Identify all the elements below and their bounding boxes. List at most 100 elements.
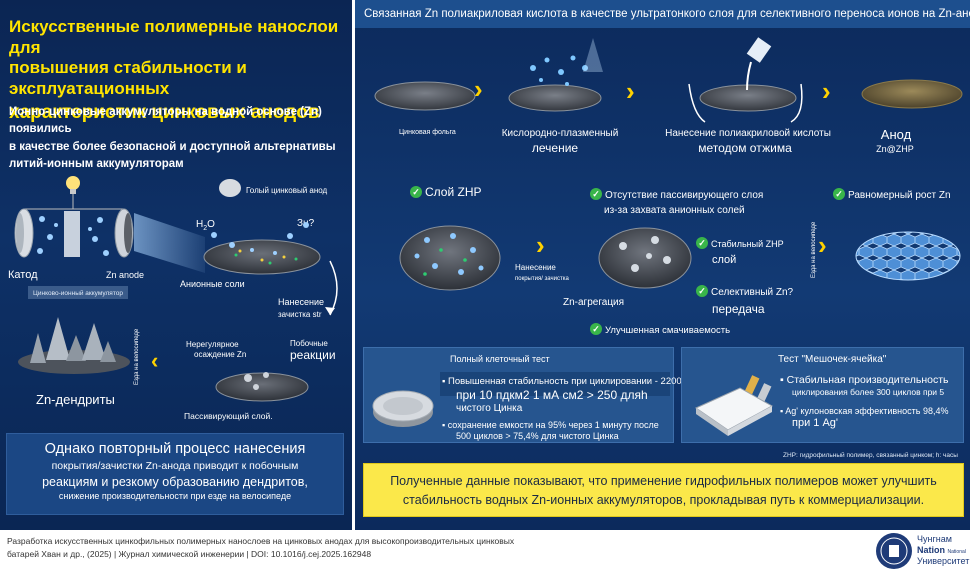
zn-anode-electrode: [114, 208, 134, 258]
cycling-label: Езда на велосипеде: [134, 328, 140, 385]
bullet-text: Ag' кулоновская эффективность 98,4%: [785, 406, 949, 416]
full-cell-title: Полный клеточный тест: [450, 354, 550, 364]
foil-disc: [374, 81, 476, 111]
deposits: [244, 372, 269, 390]
coat-label-1: Нанесение полиакриловой кислоты: [665, 128, 831, 139]
title-line: повышения стабильности и эксплуатационны…: [9, 58, 247, 99]
citation-line: Разработка искусственных цинкофильных по…: [7, 536, 515, 546]
summary-line: снижение производительности при езде на …: [58, 491, 292, 502]
feature-no-passivation: ✓Отсутствие пассивирующего слоя из-за за…: [590, 185, 763, 217]
feature-label: из-за захвата анионных солей: [604, 205, 745, 216]
bullet-text: циклирования более 300 циклов при 5: [792, 387, 945, 398]
bullet-text: Повышенная стабильность при циклировании…: [448, 376, 690, 387]
reaction-marks: [234, 253, 298, 265]
citation: Разработка искусственных цинкофильных по…: [7, 535, 514, 561]
header-text: Связанная Zn полиакриловая кислота в кач…: [364, 8, 970, 20]
chevron-left-icon: ‹: [151, 348, 158, 373]
check-icon: ✓: [696, 284, 708, 297]
feature-label: Слой ZHP: [425, 185, 482, 199]
university-seal-icon: [876, 533, 912, 569]
mechanism-diagram: › Нанесение покрытия/ зачистка Zn-агрега…: [399, 221, 961, 308]
chevron-right-icon: ›: [474, 74, 483, 104]
bare-anode-label: Голый цинковый анод: [246, 186, 328, 195]
bullet-text: сохранение емкости на 95% через 1 минуту…: [447, 420, 659, 430]
aggregates: [619, 236, 671, 272]
bullet-text: при 10 пдкм2 1 мА см2 > 250 дляh: [456, 387, 648, 402]
feature-label: Стабильный ZHP: [711, 239, 784, 249]
bullet-icon: ▪: [442, 376, 449, 387]
plasma-particles: [530, 55, 588, 86]
logo-line: Nation: [917, 544, 945, 555]
foil-label: Цинковая фольга: [399, 129, 456, 136]
aggregation-disc: [598, 227, 692, 289]
feature-selective-transfer: ✓Селективный Zn? передача: [696, 282, 793, 316]
dendrites-label: Zn-дендриты: [36, 392, 115, 407]
aggregation-label: Zn-агрегация: [563, 297, 624, 308]
pouch-cell-title: Тест "Мешочек-ячейка": [778, 354, 887, 365]
bullet-icon: ▪: [442, 420, 448, 430]
coating-label-2: покрытия/ зачистка: [515, 276, 569, 282]
footer: Разработка искусственных цинкофильных по…: [0, 530, 970, 573]
bullet-text: 500 циклов > 75,4% для чистого Цинка: [456, 431, 619, 442]
bullet-text: Стабильная производительность: [786, 374, 949, 386]
cathode-electrode: [14, 208, 34, 258]
process-arrow: [329, 260, 338, 316]
ions: [37, 216, 109, 256]
zn-disc: [203, 239, 321, 275]
feature-label: Селективный Zn?: [711, 287, 794, 298]
intro-line: литий-ионным аккумуляторам: [9, 157, 184, 170]
feature-label: Равномерный рост Zn: [848, 190, 951, 201]
pouch-bullet-1: ▪ Стабильная производительность циклиров…: [780, 374, 949, 398]
chevron-right-icon: ›: [626, 76, 635, 106]
feature-uniform-growth: ✓Равномерный рост Zn: [833, 185, 951, 203]
coating-label-1: Нанесение: [515, 263, 556, 272]
full-cell-stat-1: [440, 372, 670, 396]
intro-line: Ионно-цинковые аккумуляторы на водной ос…: [9, 106, 322, 136]
chevron-right-icon: ›: [818, 230, 827, 260]
zhp-particles-green: [423, 248, 467, 276]
plasma-beam: [583, 38, 603, 72]
battery-diagram: Катод Zn anode Цинково-ионный аккумулято…: [8, 176, 338, 421]
bullet-text: при 1 Ag': [792, 417, 839, 430]
check-icon: ✓: [696, 236, 708, 249]
check-icon: ✓: [833, 187, 845, 200]
pouch-cell-icon: [694, 375, 774, 436]
battery-caption-box: [28, 286, 128, 299]
chevron-right-icon: ›: [536, 230, 545, 260]
zn-anode-label: Zn anode: [106, 270, 144, 280]
left-panel: Искусственные полимерные нанослои для по…: [0, 0, 352, 530]
bullet-icon: ▪: [780, 406, 786, 416]
university-logo-text: Чунгнам Nation National Университет: [917, 534, 969, 566]
feature-zhp-layer: ✓Слой ZHP: [410, 183, 482, 201]
feature-wetting: ✓Улучшенная смачиваемость: [590, 320, 730, 338]
anion-salts-label: Анионные соли: [180, 279, 245, 289]
fabrication-steps: › › › Цинковая фольга Кислородно-плазмен…: [374, 37, 963, 155]
pouch-cell-test-box: Тест "Мешочек-ячейка" ▪ Стабильная произ…: [681, 347, 964, 443]
side-reactions-label-1: Побочные: [290, 339, 328, 348]
cycling-label: Езда на велосипеде: [811, 221, 817, 278]
full-cell-bullet-2: ▪ сохранение емкости на 95% через 1 мину…: [442, 420, 659, 443]
coating-label-2: зачистка str: [278, 310, 322, 319]
full-cell-bullet-1: ▪ Повышенная стабильность при циклирован…: [442, 376, 689, 415]
dendrites-illustration: [18, 317, 130, 374]
beaker-icon: [746, 37, 772, 91]
check-icon: ✓: [590, 322, 602, 335]
lightbulb-icon: [66, 176, 80, 209]
uniform-growth-disc: [855, 231, 961, 281]
logo-line: National: [947, 548, 966, 555]
logo-line: Чунгнам: [917, 534, 952, 544]
passivating-label: Пассивирующий слой.: [184, 411, 273, 421]
zhp-particles: [414, 233, 484, 275]
bare-anode-disc: [219, 179, 241, 197]
degraded-disc: [215, 372, 309, 402]
plasma-label-2: лечение: [532, 141, 579, 155]
chevron-right-icon: ›: [822, 76, 831, 106]
surface-ions: [211, 222, 309, 255]
separator: [64, 211, 80, 257]
left-summary-box: Однако повторный процесс нанесения покры…: [6, 433, 344, 515]
title-line: характеристик цинковых анодов: [9, 101, 320, 123]
plasma-disc: [508, 84, 602, 112]
logo-line: Университет: [917, 555, 970, 566]
pouch-bullet-2: ▪ Ag' кулоновская эффективность 98,4% пр…: [780, 406, 948, 431]
